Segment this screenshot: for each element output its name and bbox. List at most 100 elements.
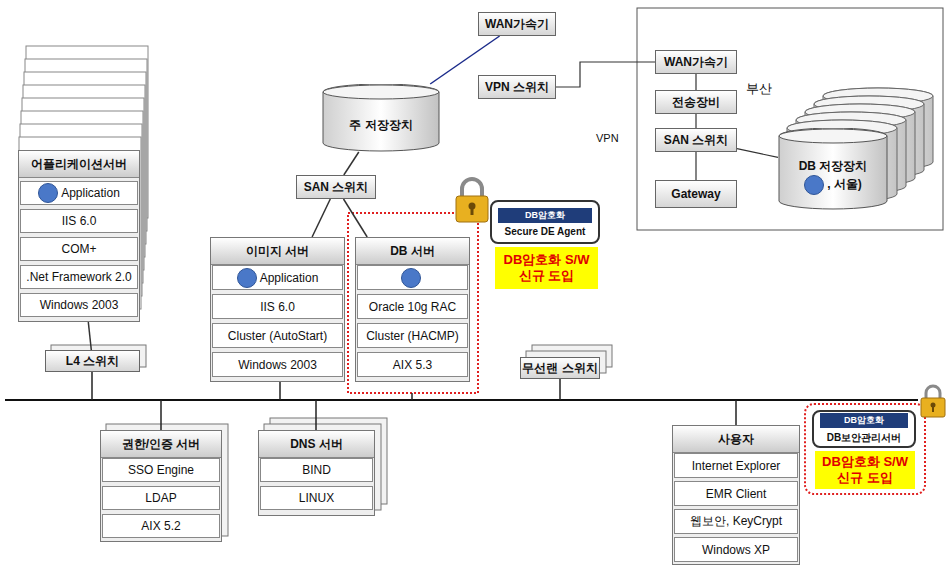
- node-text: IIS 6.0: [62, 214, 97, 228]
- node-text: Application: [237, 268, 319, 288]
- connector: [737, 149, 778, 158]
- network-device: 전송장비: [655, 90, 737, 114]
- software-row: LDAP: [102, 486, 220, 510]
- text-label: 부산: [746, 80, 772, 98]
- software-row: AIX 5.2: [102, 514, 220, 538]
- software-row: Windows XP: [674, 537, 798, 562]
- software-row: SSO Engine: [102, 458, 220, 482]
- redaction-dot: [38, 183, 58, 203]
- node-text: WAN가속기: [664, 54, 728, 71]
- connector: [695, 152, 696, 180]
- server-box: DB 서버 Oracle 10g RAC Cluster (HACMP) AIX 5.…: [355, 237, 470, 382]
- node-text: Application: [38, 183, 120, 203]
- node-text: DB암호화: [820, 413, 908, 428]
- node-text: Secure DE Agent: [492, 226, 598, 237]
- header-text: DB 서버: [356, 238, 469, 265]
- node-text: DB보안관리서버: [814, 431, 914, 445]
- node-text: , 서울): [804, 175, 862, 195]
- software-row: Windows 2003: [20, 293, 138, 317]
- storage-cylinder: DB 저장장치, 서울): [778, 128, 888, 210]
- server-box: 어플리케이션서버 ApplicationIIS 6.0COM+ .Net Frame…: [18, 150, 140, 322]
- node-text: Internet Explorer: [692, 459, 781, 473]
- node-text: Gateway: [671, 187, 720, 201]
- software-row: AIX 5.3: [357, 352, 468, 377]
- software-row: .Net Framework 2.0: [20, 265, 138, 289]
- node-text: .Net Framework 2.0: [26, 270, 131, 284]
- node-text: EMR Client: [706, 487, 767, 501]
- node-text: Windows XP: [702, 543, 770, 557]
- network-device: WAN가속기: [655, 50, 737, 74]
- connector: [344, 152, 359, 175]
- header-text: 어플리케이션서버: [19, 151, 139, 178]
- node-text: 무선랜 스위치: [522, 360, 597, 377]
- header-text: 이미지 서버: [211, 238, 344, 265]
- software-row: Internet Explorer: [674, 453, 798, 478]
- lock-icon: [921, 386, 945, 417]
- network-device: L4 스위치: [45, 350, 140, 372]
- node-text: Oracle 10g RAC: [369, 300, 456, 314]
- node-text: 웹보안, KeyCrypt: [690, 513, 782, 530]
- node-text: BIND: [302, 463, 331, 477]
- node-text: LDAP: [145, 491, 176, 505]
- client-box: 사용자Internet ExplorerEMR Client웹보안, KeyCr…: [672, 425, 800, 565]
- node-text: LINUX: [299, 491, 334, 505]
- lock-icon: [456, 179, 488, 222]
- network-device: WAN가속기: [478, 12, 556, 36]
- software-row: Cluster (AutoStart): [212, 323, 343, 348]
- node-text: SAN 스위치: [664, 132, 729, 149]
- agent-box: DB암호화 DB보안관리서버: [812, 410, 916, 448]
- note-box: DB암호화 S/W 신규 도입: [815, 451, 915, 489]
- network-device: VPN 스위치: [478, 75, 556, 99]
- node-text: SSO Engine: [128, 463, 194, 477]
- node-text: Windows 2003: [238, 358, 317, 372]
- node-text: COM+: [61, 242, 96, 256]
- node-text: DB암호화 S/W 신규 도입: [819, 454, 911, 485]
- text-label: VPN: [596, 132, 619, 144]
- node-text: DB 저장장치: [799, 158, 868, 175]
- redaction-dot: [401, 268, 421, 288]
- node-text: Cluster (HACMP): [366, 329, 459, 343]
- highlight-outline: [805, 404, 925, 494]
- node-text: WAN가속기: [485, 16, 549, 33]
- network-bus: [5, 399, 918, 401]
- agent-box: DB암호화 Secure DE Agent: [490, 200, 600, 244]
- device-stack: [51, 345, 612, 536]
- highlight-outline: [348, 213, 478, 393]
- node-text: Windows 2003: [40, 298, 119, 312]
- software-row: IIS 6.0: [212, 294, 343, 319]
- node-text: DB암호화 S/W 신규 도입: [499, 252, 594, 283]
- network-device: 무선랜 스위치: [520, 357, 600, 379]
- node-text: VPN 스위치: [485, 79, 549, 96]
- node-text: DB암호화: [498, 208, 592, 223]
- network-device: SAN 스위치: [296, 175, 376, 199]
- software-row: IIS 6.0: [20, 209, 138, 233]
- site-panel: [637, 8, 943, 230]
- software-row: EMR Client: [674, 481, 798, 506]
- server-box: DNS 서버BINDLINUX: [258, 430, 375, 516]
- header-text: 권한/인증 서버: [101, 431, 221, 458]
- software-row: Cluster (HACMP): [357, 323, 468, 348]
- node-text: Cluster (AutoStart): [228, 329, 327, 343]
- redaction-dot: [237, 268, 257, 288]
- software-row: Application: [212, 265, 343, 290]
- connector: [312, 199, 330, 237]
- connector: [344, 199, 368, 237]
- server-box: 이미지 서버 ApplicationIIS 6.0Cluster (AutoSta…: [210, 237, 345, 382]
- node-text: IIS 6.0: [260, 300, 295, 314]
- node-text: L4 스위치: [66, 353, 119, 370]
- connector: [695, 74, 696, 90]
- node-text: AIX 5.3: [393, 358, 432, 372]
- storage-cylinder: 주 저장장치: [322, 84, 440, 152]
- redaction-dot: [804, 175, 824, 195]
- network-device: SAN 스위치: [655, 128, 737, 152]
- node-text: SAN 스위치: [304, 179, 369, 196]
- connector: [556, 62, 655, 87]
- software-row: COM+: [20, 237, 138, 261]
- blank-row: [357, 265, 468, 290]
- server-stack: [19, 46, 148, 309]
- node-text: 주 저장장치: [349, 117, 412, 134]
- connector: [88, 322, 91, 350]
- node-text: 전송장비: [672, 94, 720, 111]
- server-box: 권한/인증 서버 SSO EngineLDAP AIX 5.2: [100, 430, 222, 542]
